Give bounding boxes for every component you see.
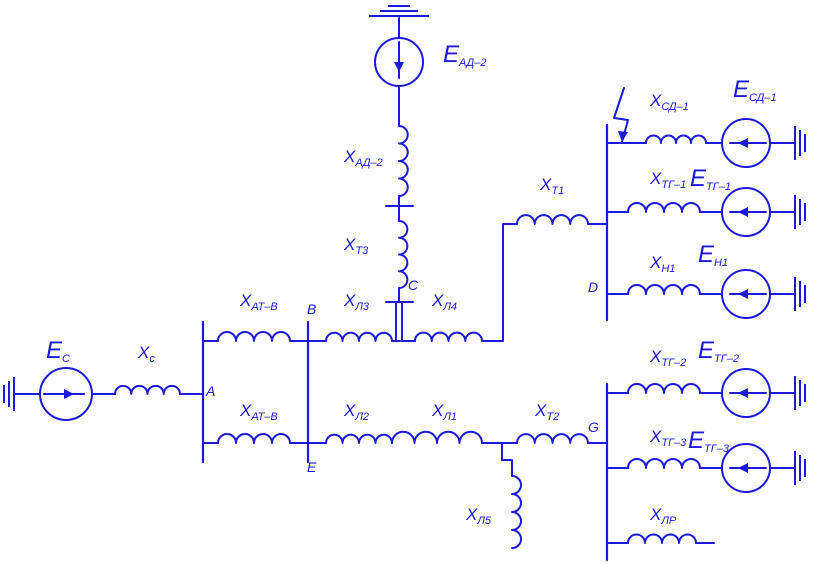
arrow-head xyxy=(738,289,748,299)
source-arrow xyxy=(729,463,767,473)
inductors xyxy=(114,125,707,549)
arrow-head xyxy=(738,463,748,473)
inductor-xl1 xyxy=(391,430,483,444)
source-label-ead2: EАД–2 xyxy=(443,41,486,69)
source-arrow xyxy=(394,41,404,79)
node-label-b: B xyxy=(307,301,316,317)
source-label-ec: EC xyxy=(46,337,70,365)
source-arrow xyxy=(729,289,767,299)
source-etg3 xyxy=(721,443,771,493)
node-label-d: D xyxy=(588,279,598,295)
reactance-label-xt3: XТ3 xyxy=(343,235,369,257)
wire xyxy=(501,442,513,477)
arrow-head xyxy=(738,388,748,398)
inductor-xl2 xyxy=(325,433,393,444)
source-label-eh1: EН1 xyxy=(698,241,728,269)
inductor-xl4 xyxy=(414,331,483,342)
reactance-label-xsd1: XСД–1 xyxy=(649,91,689,113)
inductor-xt1 xyxy=(516,214,589,225)
inductor-xat-v-top xyxy=(217,331,291,342)
ground-symbols xyxy=(3,5,806,485)
source-ead2 xyxy=(374,37,424,87)
ground-esd1 xyxy=(794,126,806,160)
source-arrow xyxy=(43,389,85,399)
source-etg2 xyxy=(721,368,771,418)
source-label-etg2: EТГ–2 xyxy=(698,337,739,365)
inductor-xat-v-bottom xyxy=(217,433,291,444)
inductor-xh1 xyxy=(627,284,701,295)
reactance-label-xt1: XТ1 xyxy=(539,175,564,197)
source-label-etg3: EТГ–3 xyxy=(688,427,730,455)
arrow-head xyxy=(738,207,748,217)
reactance-label-xh1: XН1 xyxy=(649,253,675,275)
reactance-label-xl2: XЛ2 xyxy=(343,401,369,423)
source-esd1 xyxy=(721,118,771,168)
inductor-xsd1 xyxy=(645,134,707,144)
ground-etg1 xyxy=(794,195,806,229)
reactance-label-xl1: XЛ1 xyxy=(431,401,457,423)
reactance-label-xad2: XАД–2 xyxy=(343,147,383,169)
inductor-xc xyxy=(114,384,181,395)
reactance-label-xtg2: XТГ–2 xyxy=(649,347,686,369)
ground-ead2 xyxy=(369,5,429,17)
node-label-e: E xyxy=(307,459,317,475)
reactance-label-xatv-bottom: XАТ–В xyxy=(239,401,278,423)
short-circuit-fault-icon xyxy=(613,87,629,143)
reactance-label-xtg3: XТГ–3 xyxy=(649,427,687,449)
arrow-head xyxy=(64,389,74,399)
arrow-head xyxy=(738,138,748,148)
source-etg1 xyxy=(721,187,771,237)
reactance-label-xl5: XЛ5 xyxy=(465,505,492,527)
source-arrow xyxy=(729,388,767,398)
reactance-label-xl4: XЛ4 xyxy=(431,291,457,313)
inductor-xt2 xyxy=(516,433,589,444)
source-arrow xyxy=(729,207,767,217)
ground-ec xyxy=(3,377,15,411)
inductor-xtg3 xyxy=(627,458,701,469)
connection-wires xyxy=(13,17,796,544)
node-label-c: C xyxy=(408,277,419,293)
wire xyxy=(481,223,518,342)
source-label-etg1: EТГ–1 xyxy=(690,165,731,193)
inductor-xt3 xyxy=(398,220,409,289)
source-arrow xyxy=(729,138,767,148)
reactance-label-xtg1: XТГ–1 xyxy=(649,169,686,191)
reactance-label-xatv-top: XАТ–В xyxy=(239,291,278,313)
ground-eh1 xyxy=(794,277,806,311)
source-label-esd1: EСД–1 xyxy=(733,76,777,104)
inductor-xad2 xyxy=(398,125,409,197)
reactance-label-xlr: XЛР xyxy=(649,505,677,527)
inductor-xl5 xyxy=(511,475,522,549)
buses xyxy=(201,123,609,562)
inductor-xl3 xyxy=(325,331,393,342)
reactance-label-xt2: XТ2 xyxy=(534,401,559,423)
reactance-label-xc: Xс xyxy=(137,343,155,365)
inductor-xtg1 xyxy=(627,202,701,213)
voltage-sources xyxy=(39,37,771,493)
source-eh1 xyxy=(721,269,771,319)
source-ec xyxy=(39,367,93,421)
arrow-head xyxy=(394,62,404,72)
inductor-xlr xyxy=(627,533,697,544)
ground-etg3 xyxy=(794,451,806,485)
ground-etg2 xyxy=(794,376,806,410)
reactance-label-xl3: XЛ3 xyxy=(343,291,370,313)
node-label-a: A xyxy=(205,383,215,399)
node-label-g: G xyxy=(588,419,599,435)
inductor-xtg2 xyxy=(627,383,701,394)
